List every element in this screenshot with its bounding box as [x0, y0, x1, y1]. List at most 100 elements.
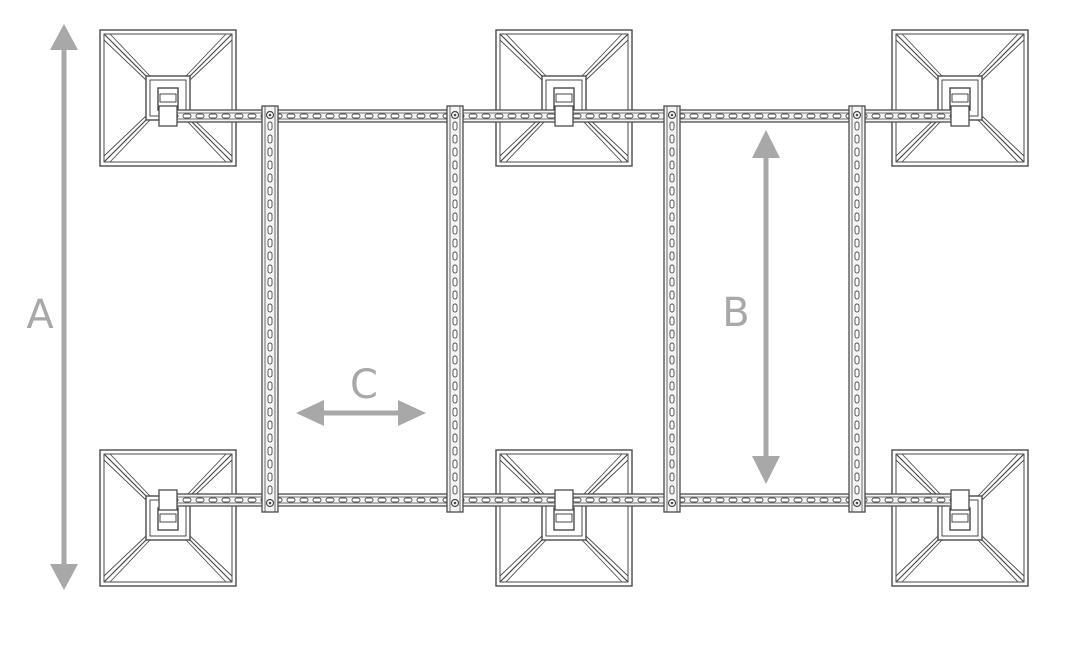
rail-slot — [452, 303, 458, 313]
rail-slot — [871, 113, 881, 119]
rail-slot — [806, 497, 816, 503]
rail-slot — [669, 121, 675, 131]
rail-slot — [452, 277, 458, 287]
rail-slot — [416, 497, 426, 503]
rail-slot — [669, 420, 675, 430]
rail-slot — [854, 225, 860, 235]
rail-slot — [267, 277, 273, 287]
rail-slot — [452, 420, 458, 430]
rail-slot — [910, 497, 920, 503]
rail-slot — [728, 497, 738, 503]
rail-slot — [325, 113, 335, 119]
rail-slot — [452, 147, 458, 157]
base-edge — [499, 33, 543, 77]
dimension-c-arrow-left — [296, 400, 324, 426]
rail-slot — [669, 147, 675, 157]
rail-slot — [364, 497, 374, 503]
dimension-b-arrow-bottom — [752, 456, 780, 484]
rail-slot — [910, 113, 920, 119]
base-edge — [185, 539, 227, 583]
base-edge — [585, 453, 629, 497]
rail-slot — [338, 497, 348, 503]
rail-slot — [452, 238, 458, 248]
base-plates — [99, 29, 1029, 587]
rail-slot — [452, 199, 458, 209]
rail-slot — [669, 186, 675, 196]
rail-slot — [897, 113, 907, 119]
rail-slot — [452, 355, 458, 365]
rail-slot — [247, 497, 257, 503]
rail-slot — [195, 497, 205, 503]
rail-slot — [936, 497, 946, 503]
post-bracket-slot — [951, 93, 969, 103]
rail-slot — [247, 113, 257, 119]
rail-slot — [669, 355, 675, 365]
rail-slot — [832, 497, 842, 503]
base-edge — [189, 33, 233, 77]
base-edge — [103, 453, 147, 497]
rail-slot — [669, 472, 675, 482]
base-edge — [499, 453, 543, 497]
dimension-c: C — [296, 362, 426, 426]
rail-slot — [533, 497, 543, 503]
rail-slot — [452, 121, 458, 131]
rail-slot — [312, 113, 322, 119]
rail-slot — [267, 303, 273, 313]
base-edge — [981, 539, 1025, 583]
rail-slot — [234, 497, 244, 503]
base-edge — [109, 539, 151, 583]
rail-slot — [286, 497, 296, 503]
rail-slot — [267, 173, 273, 183]
rail-slot — [806, 113, 816, 119]
rail-slot — [267, 407, 273, 417]
dimension-b-label: B — [722, 290, 749, 336]
rail-slot — [854, 459, 860, 469]
rail-slot — [637, 113, 647, 119]
post-bracket — [157, 507, 179, 531]
base-edge — [585, 119, 629, 163]
rail-slot — [429, 497, 439, 503]
rail-slot — [669, 394, 675, 404]
dimension-b: B — [722, 130, 780, 484]
rail-slot — [267, 186, 273, 196]
base-edge — [109, 119, 151, 163]
rail-slot — [897, 497, 907, 503]
rail-slot — [854, 134, 860, 144]
rail-slot — [611, 497, 621, 503]
rail-slot — [669, 160, 675, 170]
base-edge — [977, 119, 1019, 163]
rail-slot — [669, 199, 675, 209]
base-edge — [185, 453, 227, 497]
rail-slot — [403, 497, 413, 503]
rail-slot — [754, 113, 764, 119]
rail-slot — [854, 329, 860, 339]
rail-slot — [182, 113, 192, 119]
rail-slot — [267, 381, 273, 391]
rail-slot — [669, 485, 675, 495]
base-edge — [189, 535, 233, 577]
rail-slot — [650, 113, 660, 119]
rail-slot — [267, 121, 273, 131]
base-edge — [895, 119, 939, 163]
rail-slot — [452, 225, 458, 235]
base-edge — [103, 535, 147, 577]
base-edge — [981, 119, 1025, 163]
base-edge — [499, 39, 543, 81]
rail-slot — [267, 251, 273, 261]
rail-slot — [854, 212, 860, 222]
rail-slot — [494, 497, 504, 503]
rail-slot — [715, 497, 725, 503]
rail-clamp — [950, 489, 970, 511]
base-edge — [103, 39, 147, 81]
rail-slot — [669, 277, 675, 287]
rail-slot — [923, 113, 933, 119]
rail-slot — [936, 113, 946, 119]
rail-clamp — [554, 489, 574, 511]
rail-slot — [267, 472, 273, 482]
post-bracket-slot — [951, 513, 969, 523]
base-edge — [505, 119, 547, 163]
rail-slot — [793, 497, 803, 503]
bolt — [453, 501, 457, 505]
rail-slot — [854, 303, 860, 313]
rail-slot — [267, 212, 273, 222]
